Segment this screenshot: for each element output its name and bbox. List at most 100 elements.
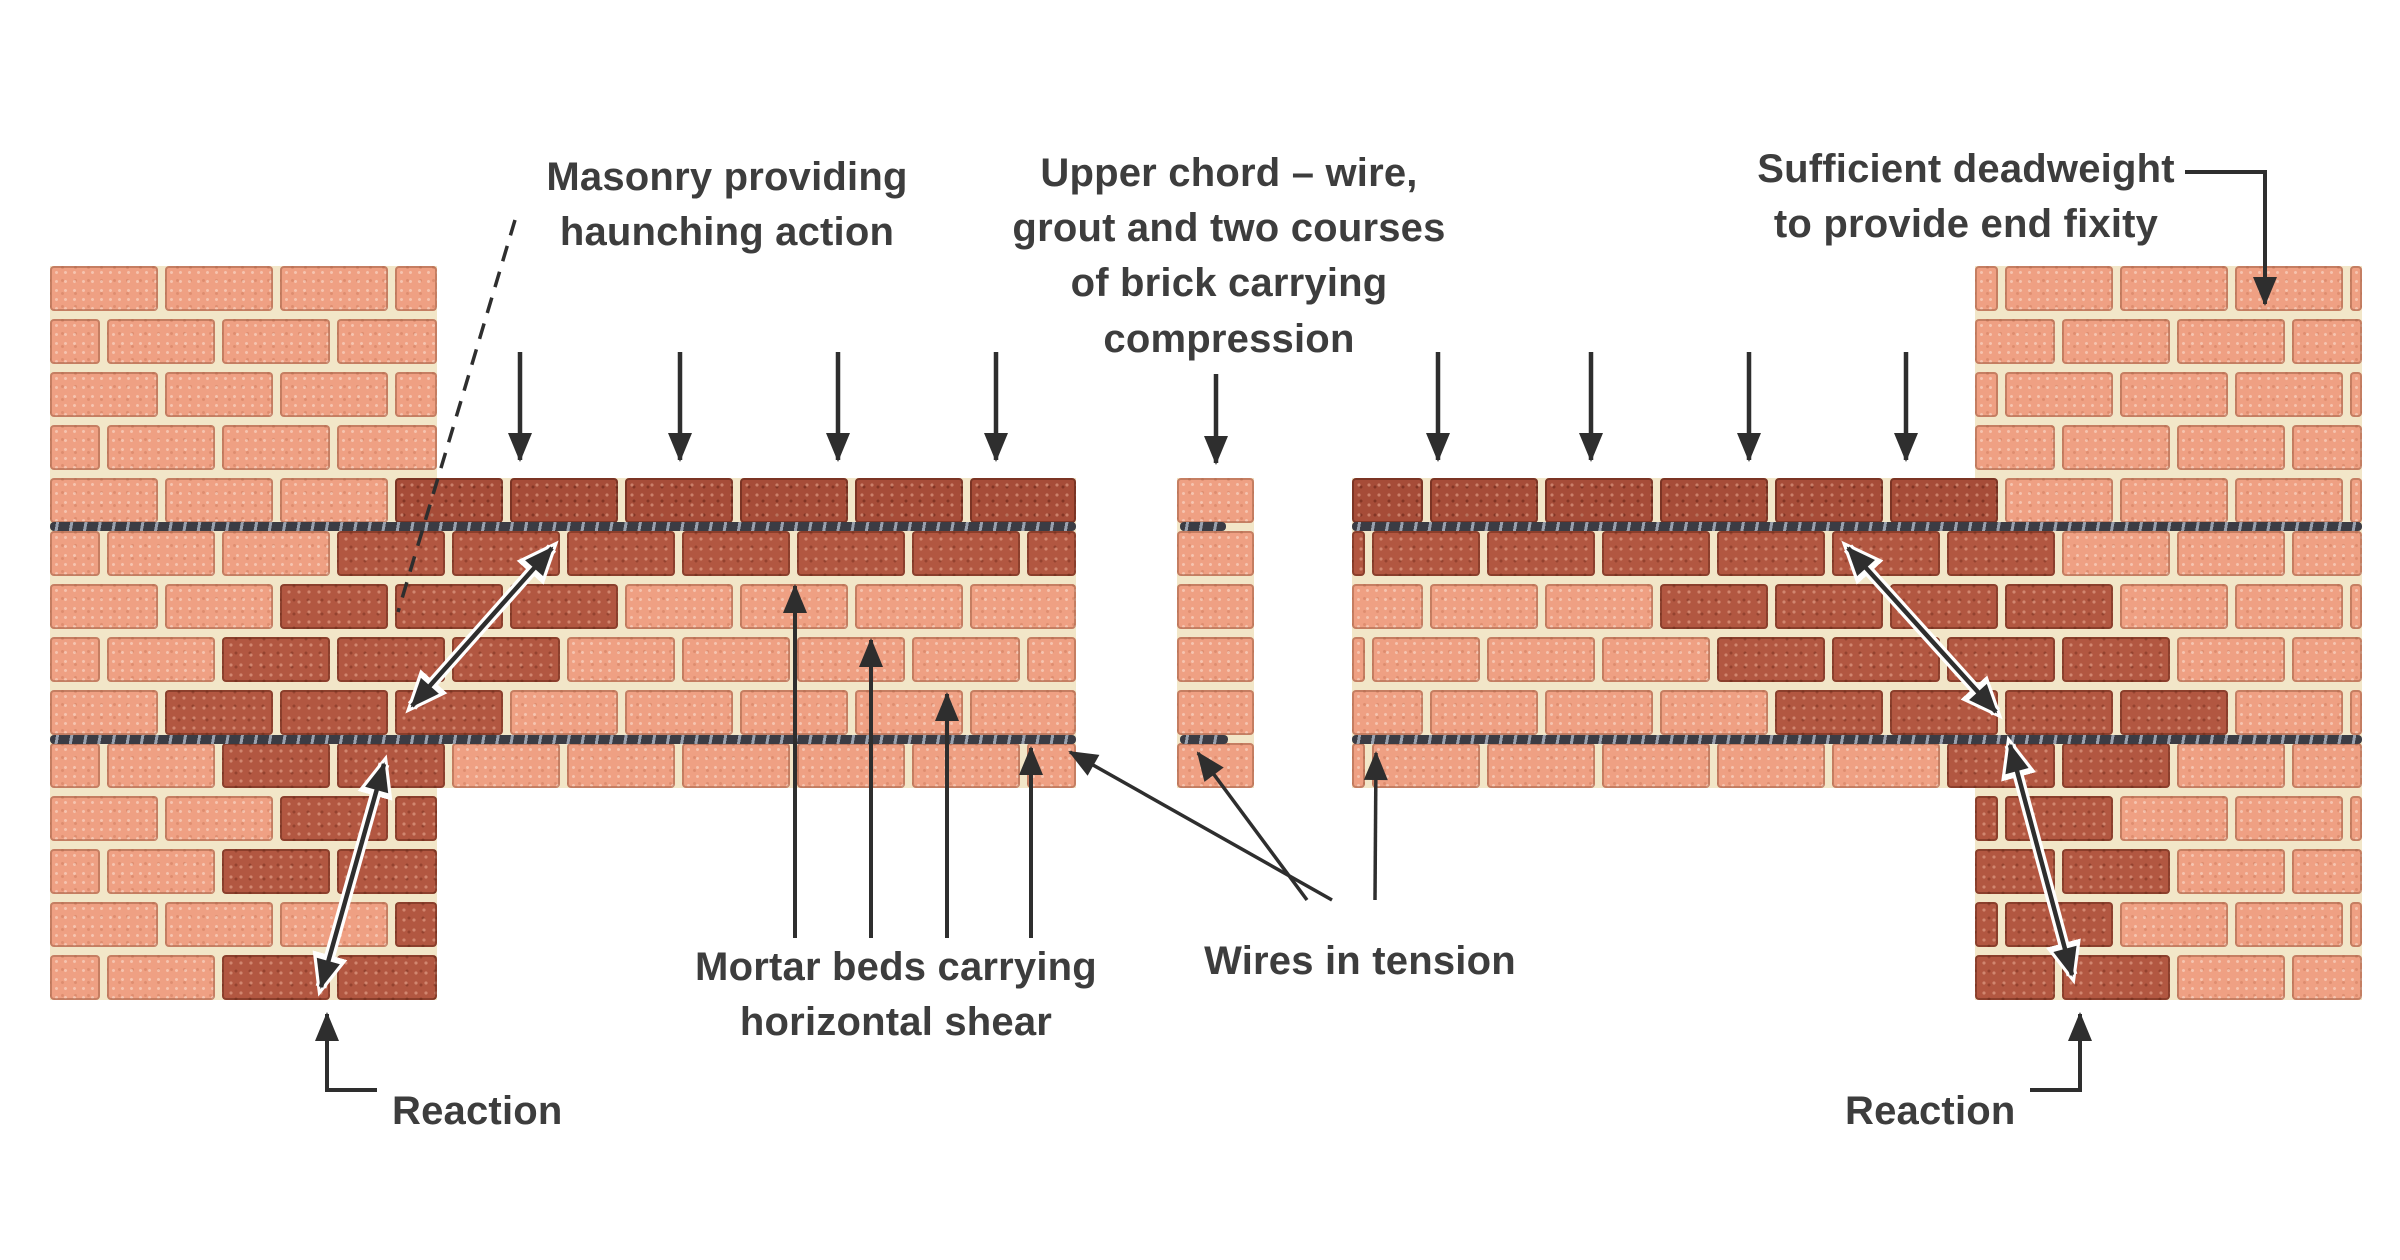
brick [337,425,437,470]
wires-tension-pointer-arrow [1363,751,1388,901]
brick [2120,796,2228,841]
brick [107,637,215,682]
brick [50,743,100,788]
label-reaction-left: Reaction [392,1084,563,1139]
brick [567,531,675,576]
brick [2005,372,2113,417]
brick [2005,584,2113,629]
brick [2292,531,2362,576]
brick [165,690,273,735]
brick [165,902,273,947]
brick [970,690,1076,735]
label-reaction-right: Reaction [1845,1084,2016,1139]
mortar-bed [50,576,1076,584]
brick [280,372,388,417]
label-line: Reaction [392,1089,563,1133]
brick [1372,637,1480,682]
brick [280,266,388,311]
brick [1177,584,1254,629]
brick [1545,584,1653,629]
brick [510,478,618,523]
brick [280,478,388,523]
brick [1487,637,1595,682]
brick [2062,955,2170,1000]
brick [395,796,437,841]
label-line: Mortar beds carrying [695,945,1097,989]
tension-wire-band [1352,522,2362,531]
brick [165,478,273,523]
brick [280,690,388,735]
brick [1352,637,1365,682]
brick [912,531,1020,576]
brick [107,955,215,1000]
brick [1177,637,1254,682]
brick [2120,584,2228,629]
brick [1975,902,1998,947]
brick [797,637,905,682]
brick [2177,955,2285,1000]
brick [1027,531,1076,576]
brick [50,690,158,735]
mortar-bed [50,894,437,902]
brick [1890,478,1998,523]
mortar-joint [50,637,1076,682]
brick [222,955,330,1000]
brick [50,637,100,682]
brick [2350,372,2362,417]
mortar-bed [1975,364,2362,372]
brick [107,849,215,894]
label-upper-chord: Upper chord – wire, grout and two course… [1012,146,1445,367]
brick [452,743,560,788]
brick [50,796,158,841]
brick [2062,637,2170,682]
brick [395,902,437,947]
brick [222,849,330,894]
brick [2177,425,2285,470]
brick [50,531,100,576]
brick [2177,319,2285,364]
reaction-arrow-right [2030,1012,2092,1092]
label-line: Wires in tension [1204,939,1516,983]
mortar-bed [50,841,437,849]
brick [1430,690,1538,735]
brick [740,478,848,523]
label-line: grout and two courses [1012,206,1446,251]
brick [50,266,158,311]
label-line: horizontal shear [739,1000,1053,1045]
brick [222,319,330,364]
wires-tension-pointer-arrow [1196,751,1309,902]
brick [2177,637,2285,682]
brick [2235,902,2343,947]
brick [1177,690,1254,735]
mortar-bed [50,788,437,796]
brick [2177,531,2285,576]
brick [2235,372,2343,417]
brick [1352,584,1423,629]
tension-wire-band [1180,522,1226,531]
brick [50,584,158,629]
brick [107,319,215,364]
brick [1832,743,1940,788]
brick [50,849,100,894]
brick [2292,849,2362,894]
brick [2120,372,2228,417]
brick [2120,266,2228,311]
brick [912,637,1020,682]
brick [1372,531,1480,576]
brick [280,584,388,629]
mortar-bed [1975,894,2362,902]
label-line: to provide end fixity [1773,202,2159,247]
brick [222,743,330,788]
deadweight-arrow [2185,170,2277,306]
brick [2292,319,2362,364]
brick [567,743,675,788]
label-pointer-arrows [783,374,1388,938]
brick [1975,372,1998,417]
label-masonry-haunching: Masonry providing haunching action [546,150,907,260]
brick [1975,796,1998,841]
shear-diagonal-arrow [2005,743,2077,977]
brick [50,955,100,1000]
brick [1660,584,1768,629]
brick [165,266,273,311]
